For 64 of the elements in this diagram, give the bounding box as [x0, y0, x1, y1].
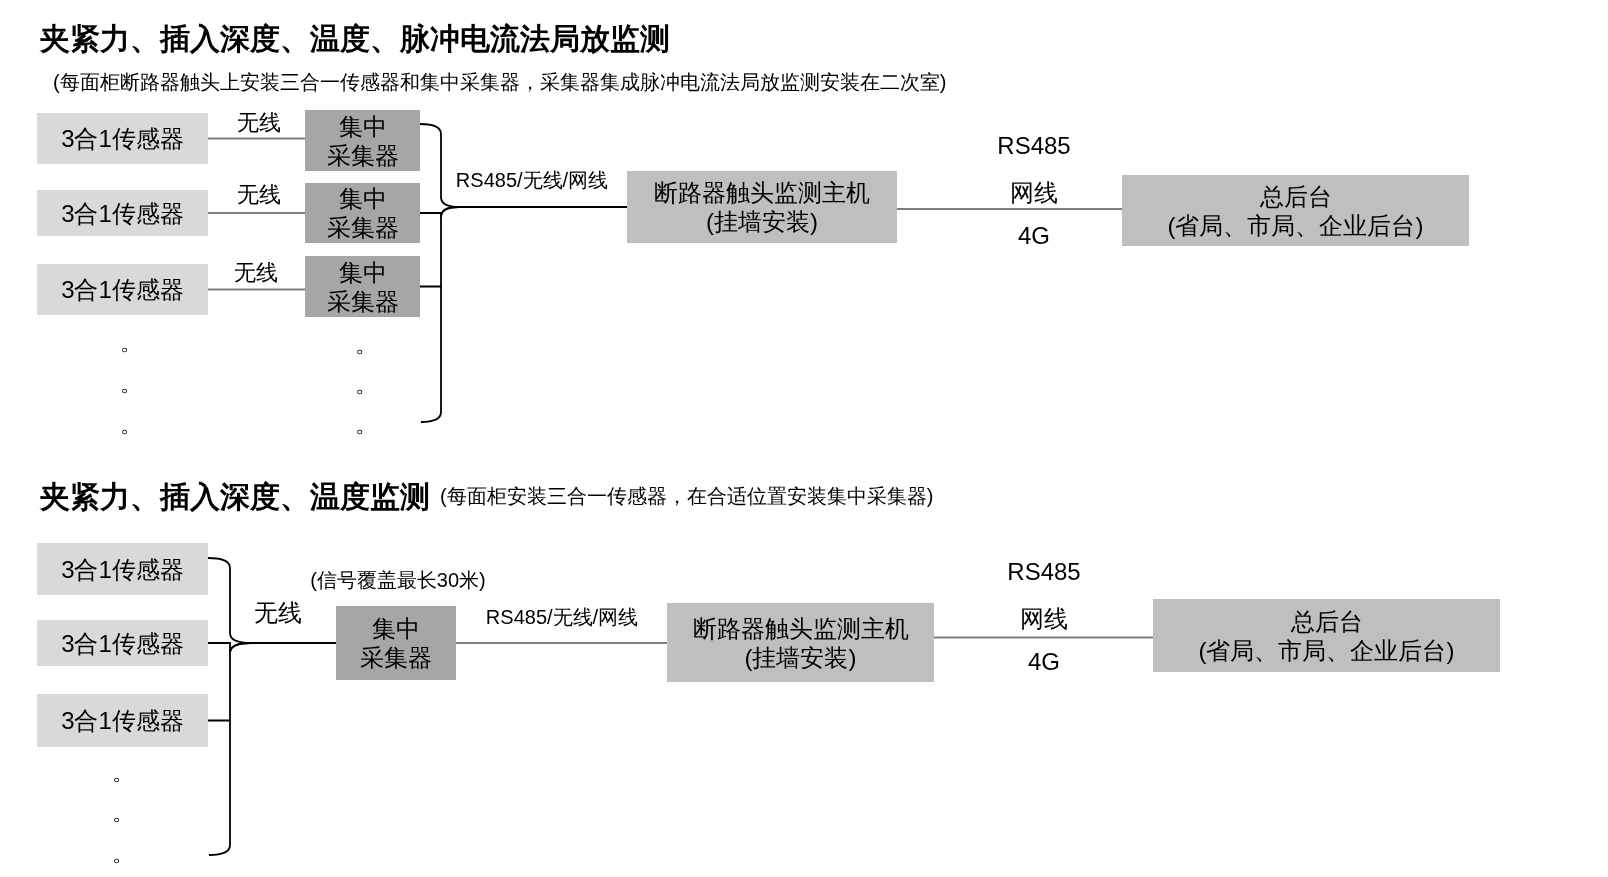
sensor-box: [37, 543, 208, 595]
node-label: 3合1传感器: [61, 628, 184, 658]
ellipsis-mark: 。: [112, 801, 135, 824]
ellipsis-mark: 。: [354, 333, 377, 356]
ellipsis-mark: 。: [112, 761, 135, 784]
section-heading: 夹紧力、插入深度、温度监测: [40, 479, 430, 515]
node-label: 3合1传感器: [61, 706, 184, 735]
medium-label: 4G: [1028, 647, 1060, 677]
sensor-box: [37, 694, 208, 747]
connector-line: [933, 636, 1154, 639]
node-label: 3合1传感器: [61, 198, 184, 228]
sensor-box: [37, 620, 208, 666]
medium-label: RS485: [1007, 557, 1081, 587]
connector-line: [207, 137, 306, 140]
collector-box: [305, 110, 420, 171]
connector-line: [896, 208, 1123, 210]
node-label: 总后台: [1290, 606, 1363, 636]
brace-connector: [419, 206, 628, 288]
node-label: 3合1传感器: [61, 554, 184, 584]
medium-label: 4G: [1018, 221, 1050, 251]
subtitle-note: (每面柜安装三合一传感器，在合适位置安装集中采集器): [440, 484, 934, 508]
ellipsis-mark: 。: [354, 413, 377, 436]
backend-box: [1153, 599, 1500, 672]
subtitle-note: (每面柜断路器触头上安装三合一传感器和集中采集器，采集器集成脉冲电流法局放监测安装在二次室): [53, 70, 947, 94]
sensor-box: [37, 190, 208, 236]
collector-box: [305, 256, 420, 317]
edge-label: 无线: [235, 182, 283, 208]
node-label: 集中采集器: [360, 614, 432, 672]
node-label: 断路器触头监测主机: [692, 613, 909, 643]
medium-label: 网线: [1020, 604, 1068, 634]
host-box: [627, 171, 897, 243]
connector-line: [455, 642, 668, 644]
medium-label: RS485: [997, 131, 1071, 161]
sensor-box: [37, 113, 208, 164]
backend-box: [1122, 175, 1469, 246]
ellipsis-mark: 。: [120, 413, 143, 436]
node-label: 3合1传感器: [61, 275, 184, 304]
connector-line: [207, 288, 306, 291]
node-caption: (信号覆盖最长30米): [310, 568, 486, 592]
node-label: 集中采集器: [326, 111, 399, 170]
edge-label: 无线: [232, 260, 280, 286]
medium-label: 网线: [1010, 178, 1058, 208]
host-box: [667, 603, 934, 682]
ellipsis-mark: 。: [120, 372, 143, 395]
node-label: (挂墙安装): [706, 207, 818, 236]
node-label: (省局、市局、企业后台): [1198, 635, 1455, 665]
node-label: (挂墙安装): [744, 642, 857, 672]
connector-line: [207, 212, 306, 214]
collector-box: [336, 606, 456, 680]
collector-box: [305, 183, 420, 243]
ellipsis-mark: 。: [354, 373, 377, 396]
brace-connector: [207, 642, 337, 722]
node-label: 集中采集器: [326, 257, 399, 316]
diagram-title: 夹紧力、插入深度、温度、脉冲电流法局放监测: [40, 21, 670, 57]
node-label: 总后台: [1259, 181, 1332, 211]
node-label: (省局、市局、企业后台): [1167, 210, 1424, 240]
node-label: 断路器触头监测主机: [654, 178, 870, 207]
node-label: 3合1传感器: [61, 124, 184, 153]
edge-label: 无线: [252, 599, 304, 627]
ellipsis-mark: 。: [120, 331, 143, 354]
ellipsis-mark: 。: [112, 842, 135, 865]
edge-label: 无线: [235, 110, 283, 136]
node-label: 集中采集器: [326, 184, 399, 242]
sensor-box: [37, 264, 208, 315]
